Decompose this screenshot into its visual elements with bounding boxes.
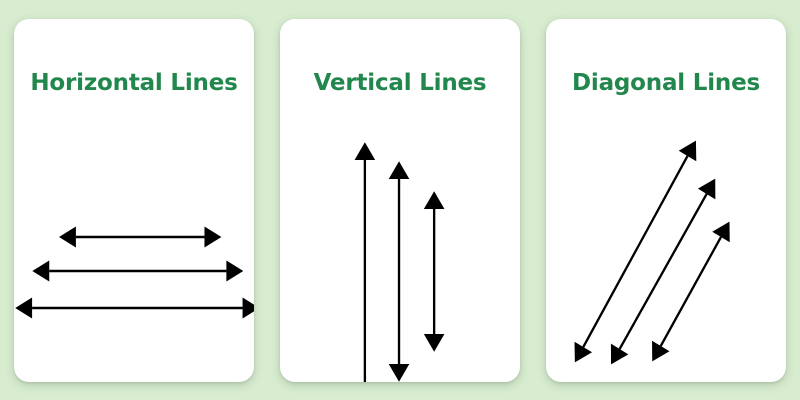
panel-title-diagonal: Diagonal Lines: [572, 70, 760, 96]
vertical-arrow-group: [354, 142, 445, 382]
horizontal-arrow-group: [15, 226, 254, 319]
panel-title-horizontal: Horizontal Lines: [30, 70, 238, 96]
diagonal-arrow-group: [574, 140, 730, 365]
diagonal-line-2: [610, 178, 716, 365]
vertical-lines-illustration: [354, 142, 445, 382]
panel-card-diagonal: Diagonal Lines: [546, 19, 786, 382]
panel-title-vertical: Vertical Lines: [313, 70, 487, 96]
horizontal-lines-illustration: [15, 226, 254, 319]
diagonal-lines-illustration: [574, 140, 730, 365]
diagonal-line-1: [574, 140, 697, 363]
panel-card-horizontal: Horizontal Lines: [14, 19, 254, 382]
panel-card-vertical: Vertical Lines: [280, 19, 520, 382]
diagonal-line-3: [651, 221, 730, 362]
